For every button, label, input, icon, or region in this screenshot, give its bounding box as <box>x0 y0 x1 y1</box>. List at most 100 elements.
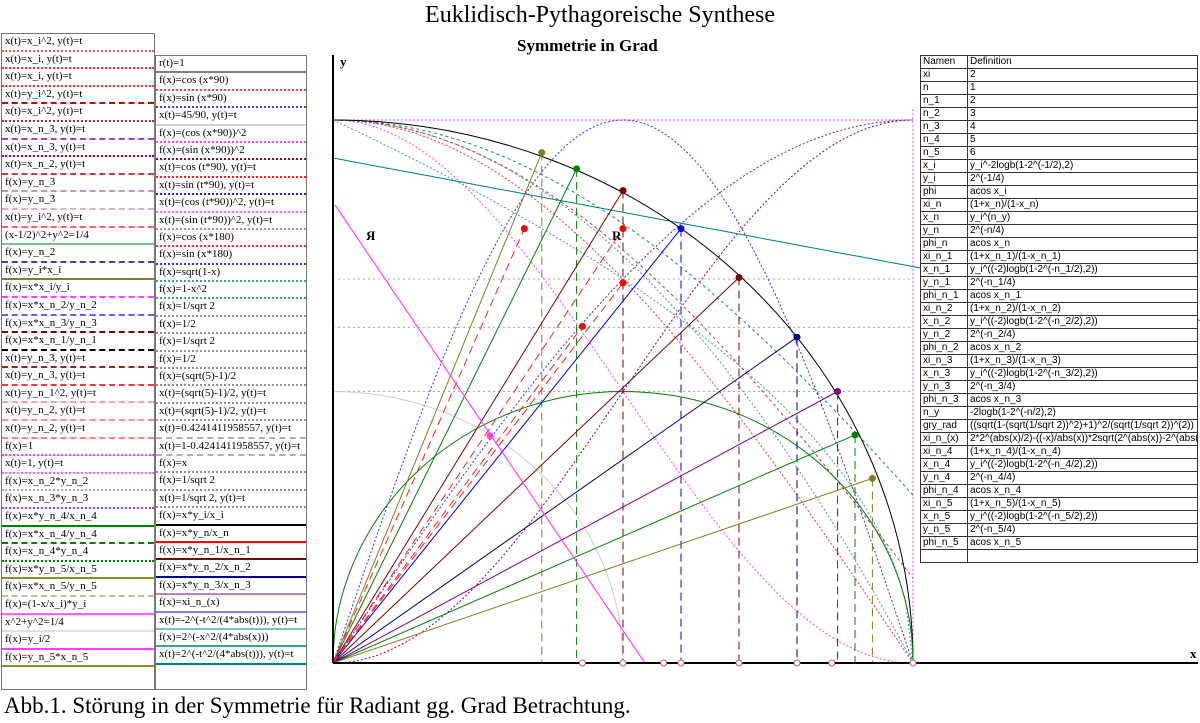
list-item[interactable]: f(x)=x*y_n_1/x_n_1 <box>156 543 306 561</box>
name-cell[interactable]: xi_n_4 <box>920 445 968 459</box>
name-cell[interactable]: x_n_4 <box>920 458 968 472</box>
name-cell[interactable]: x_n_1 <box>920 263 968 277</box>
list-item[interactable]: x(t)=y_i^2, y(t)=t <box>2 87 154 105</box>
definition-cell[interactable]: y_i^((-2)logb(1-2^(-n_3/2),2)) <box>967 367 1198 381</box>
list-item[interactable]: f(x)=x_n_2*y_n_2 <box>2 474 154 492</box>
list-item[interactable]: f(x)=xi_n_(x) <box>156 595 306 613</box>
definition-cell[interactable]: (1+x_n_3)/(1-x_n_3) <box>967 354 1198 368</box>
table-row[interactable]: gry_rad((sqrt(1-(sqrt(1/sqrt 2))^2)+1)^2… <box>920 419 1198 433</box>
name-cell[interactable]: y_i <box>920 172 968 186</box>
table-row[interactable]: xi_n_3(1+x_n_3)/(1-x_n_3) <box>920 354 1198 368</box>
list-item[interactable]: x(t)=x_n_3, y(t)=t <box>2 122 154 140</box>
name-cell[interactable]: x_n_5 <box>920 510 968 524</box>
table-row[interactable]: n_y-2logb(1-2^(-n/2),2) <box>920 406 1198 420</box>
list-item[interactable]: x(t)=y_n_1^2, y(t)=t <box>2 386 154 404</box>
definition-cell[interactable]: acos x_n_3 <box>967 393 1198 407</box>
list-item[interactable]: x(t)=2^(-t^2/(4*abs(t))), y(t)=t <box>156 647 306 665</box>
list-item[interactable]: f(x)=sin (x*90) <box>156 91 306 109</box>
definition-cell[interactable]: 2 <box>967 94 1198 108</box>
list-item[interactable]: f(x)=y_n_5*x_n_5 <box>2 650 154 668</box>
list-item[interactable]: f(x)=x <box>156 456 306 474</box>
name-cell[interactable]: phi_n_4 <box>920 484 968 498</box>
name-cell[interactable]: phi_n_1 <box>920 289 968 303</box>
list-item[interactable]: x(t)=y_i^2, y(t)=t <box>2 210 154 228</box>
definition-cell[interactable]: acos x_n_2 <box>967 341 1198 355</box>
list-item[interactable]: f(x)=1/2 <box>156 317 306 335</box>
definition-cell[interactable]: y_i^(n_y) <box>967 211 1198 225</box>
definition-cell[interactable]: (1+x_n)/(1-x_n) <box>967 198 1198 212</box>
definition-cell[interactable]: y_i^-2logb(1-2^(-1/2),2) <box>967 159 1198 173</box>
name-cell[interactable]: phi_n_2 <box>920 341 968 355</box>
list-item[interactable]: f(x)=1-x^2 <box>156 282 306 300</box>
list-item[interactable]: f(x)=y_i*x_i <box>2 263 154 281</box>
name-cell[interactable]: xi_n_1 <box>920 250 968 264</box>
list-item[interactable]: x(t)=0.4241411958557, y(t)=t <box>156 421 306 439</box>
list-item[interactable]: f(x)=x*y_n_4/x_n_4 <box>2 509 154 527</box>
name-cell[interactable]: xi_n <box>920 198 968 212</box>
list-item[interactable]: f(x)=x*x_n_2/y_n_2 <box>2 298 154 316</box>
list-item[interactable]: f(x)=x*y_n/x_n <box>156 526 306 543</box>
name-cell[interactable]: y_n_4 <box>920 471 968 485</box>
list-item[interactable]: f(x)=x*y_n_5/x_n_5 <box>2 562 154 580</box>
definition-cell[interactable]: 2 <box>967 68 1198 82</box>
name-cell[interactable]: n <box>920 81 968 95</box>
name-cell[interactable]: phi <box>920 185 968 199</box>
name-cell[interactable]: xi_n_3 <box>920 354 968 368</box>
list-item[interactable]: x(t)=y_n_2, y(t)=t <box>2 421 154 439</box>
name-cell[interactable] <box>920 549 968 563</box>
name-cell[interactable]: gry_rad <box>920 419 968 433</box>
list-item[interactable]: x(t)=cos (t*90), y(t)=t <box>156 160 306 178</box>
list-item[interactable]: f(x)=1/sqrt 2 <box>156 473 306 491</box>
table-row[interactable] <box>920 549 1198 563</box>
definition-cell[interactable]: acos x_n_1 <box>967 289 1198 303</box>
name-cell[interactable]: xi_n_5 <box>920 497 968 511</box>
list-item[interactable]: x(t)=x_i^2, y(t)=t <box>2 104 154 122</box>
list-item[interactable]: x(t)=x_n_2, y(t)=t <box>2 157 154 175</box>
name-cell[interactable]: y_n_3 <box>920 380 968 394</box>
list-item[interactable]: f(x)=x*x_n_1/y_n_1 <box>2 333 154 351</box>
list-item[interactable]: f(x)=sin (x*180) <box>156 247 306 265</box>
list-item[interactable]: x(t)=-2^(-t^2/(4*abs(t))), y(t)=t <box>156 613 306 630</box>
list-item[interactable]: (x-1/2)^2+y^2=1/4 <box>2 228 154 246</box>
name-cell[interactable]: y_n_2 <box>920 328 968 342</box>
name-cell[interactable]: x_i <box>920 159 968 173</box>
table-row[interactable]: xi_n_4(1+x_n_4)/(1-x_n_4) <box>920 445 1198 459</box>
list-item[interactable]: f(x)=y_n_3 <box>2 175 154 193</box>
name-cell[interactable]: xi <box>920 68 968 82</box>
definition-cell[interactable]: (1+x_n_2)/(1-x_n_2) <box>967 302 1198 316</box>
list-item[interactable]: f(x)=cos (x*180) <box>156 230 306 248</box>
name-cell[interactable]: n_y <box>920 406 968 420</box>
definition-cell[interactable]: y_i^((-2)logb(1-2^(-n_4/2),2)) <box>967 458 1198 472</box>
name-cell[interactable]: y_n_5 <box>920 523 968 537</box>
list-item[interactable]: f(x)=x*x_n_3/y_n_3 <box>2 316 154 334</box>
name-cell[interactable]: n_3 <box>920 120 968 134</box>
list-item[interactable]: f(x)=x_n_3*y_n_3 <box>2 491 154 510</box>
definition-cell[interactable]: 2*2^(abs(x)/2)-((-x)/abs(x))*2sqrt(2^(ab… <box>967 432 1198 446</box>
name-cell[interactable]: x_n <box>920 211 968 225</box>
definition-cell[interactable]: 2^(-n_4/4) <box>967 471 1198 485</box>
definition-cell[interactable]: (1+x_n_4)/(1-x_n_4) <box>967 445 1198 459</box>
list-item[interactable]: f(x)=x_n_4*y_n_4 <box>2 544 154 562</box>
list-item[interactable]: f(x)=x*x_n_5/y_n_5 <box>2 579 154 597</box>
definition-cell[interactable]: (1+x_n_5)/(1-x_n_5) <box>967 497 1198 511</box>
definition-cell[interactable]: y_i^((-2)logb(1-2^(-n_5/2),2)) <box>967 510 1198 524</box>
list-item[interactable]: x(t)=1, y(t)=t <box>2 456 154 474</box>
definition-cell[interactable]: y_i^((-2)logb(1-2^(-n_2/2),2)) <box>967 315 1198 329</box>
definition-cell[interactable]: 1 <box>967 81 1198 95</box>
